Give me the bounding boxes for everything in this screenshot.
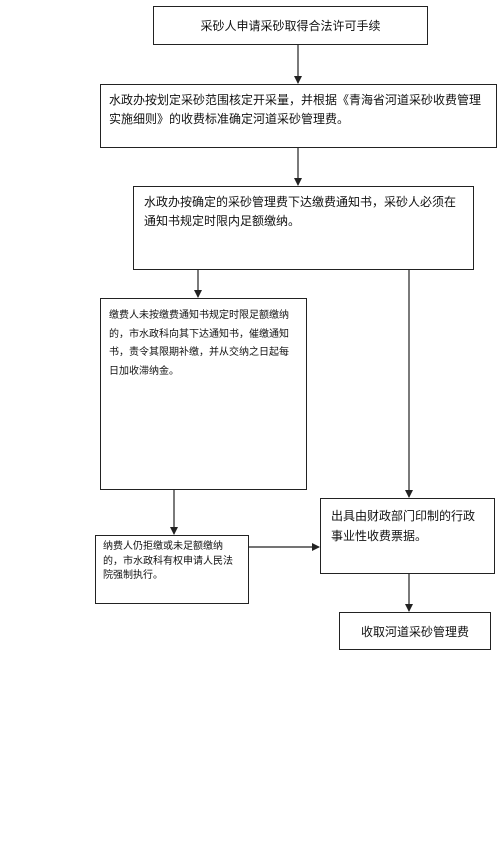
flow-step-apply: 采砂人申请采砂取得合法许可手续 [153,6,428,45]
flow-step-enforce: 纳费人仍拒缴或未足额缴纳的，市水政科有权申请人民法院强制执行。 [95,535,249,604]
flow-step-notice-text: 水政办按确定的采砂管理费下达缴费通知书，采砂人必须在通知书规定时限内足额缴纳。 [144,195,457,228]
flow-step-overdue: 缴费人未按缴费通知书规定时限足额缴纳的，市水政科向其下达通知书，催缴通知书，责令… [100,298,307,490]
flow-step-enforce-text: 纳费人仍拒缴或未足额缴纳的，市水政科有权申请人民法院强制执行。 [103,541,233,581]
flow-step-receipt-text: 出具由财政部门印制的行政事业性收费票据。 [331,509,476,543]
flow-step-notice: 水政办按确定的采砂管理费下达缴费通知书，采砂人必须在通知书规定时限内足额缴纳。 [133,186,474,270]
flow-step-determine-fee-text: 水政办按划定采砂范围核定开采量，并根据《青海省河道采砂收费管理实施细则》的收费标… [109,93,482,126]
flow-step-determine-fee: 水政办按划定采砂范围核定开采量，并根据《青海省河道采砂收费管理实施细则》的收费标… [100,84,497,148]
flow-step-receipt: 出具由财政部门印制的行政事业性收费票据。 [320,498,495,574]
flow-step-collect-text: 收取河道采砂管理费 [360,625,469,639]
flow-step-collect: 收取河道采砂管理费 [339,612,491,650]
flow-step-overdue-text: 缴费人未按缴费通知书规定时限足额缴纳的，市水政科向其下达通知书，催缴通知书，责令… [109,310,289,377]
flow-step-apply-text: 采砂人申请采砂取得合法许可手续 [200,19,381,33]
